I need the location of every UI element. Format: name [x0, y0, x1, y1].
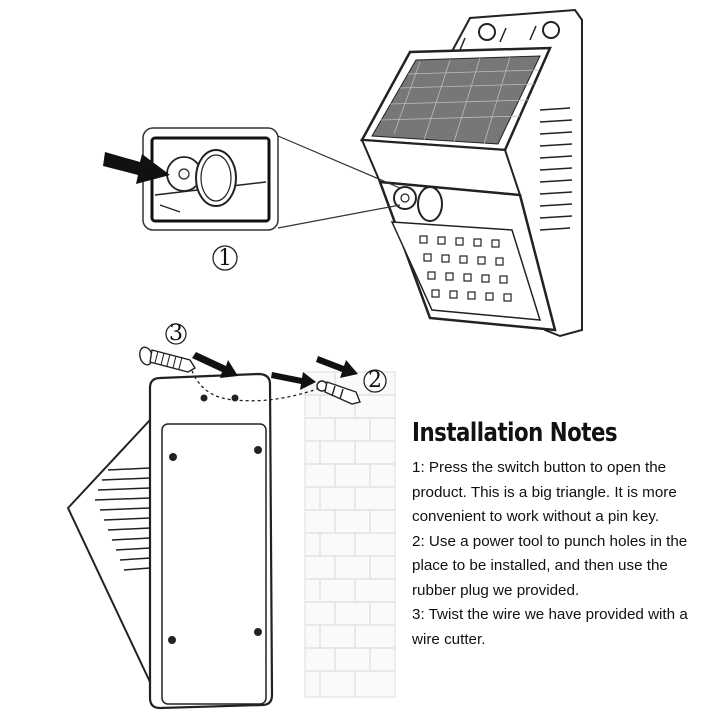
step-3-number: 3: [169, 321, 183, 346]
step-2-marker: 2: [363, 368, 387, 393]
screw-icon: [139, 346, 196, 373]
note-item-1: 1: Press the switch button to open the p…: [412, 459, 677, 525]
step-1-marker: 1: [212, 245, 238, 271]
solar-light-front: [359, 8, 583, 338]
solar-light-back: [66, 372, 274, 710]
note-item-3: 3: Twist the wire we have provided with …: [412, 606, 688, 648]
alignment-guides: [189, 364, 321, 402]
wall-plug-icon: [316, 380, 361, 405]
brick-wall: [304, 371, 396, 698]
zoom-callout-lines: [277, 135, 401, 229]
switch-detail-box: [142, 127, 279, 231]
notes-title: Installation Notes: [412, 418, 618, 448]
insert-arrow-icons: [192, 352, 358, 390]
step-3-marker: 3: [165, 321, 187, 346]
step-2-number: 2: [368, 368, 382, 393]
installation-notes: Installation Notes 1: Press the switch b…: [412, 418, 712, 652]
press-arrow-icon: [103, 152, 170, 184]
note-item-2: 2: Use a power tool to punch holes in th…: [412, 532, 688, 599]
step-1-number: 1: [218, 246, 232, 271]
